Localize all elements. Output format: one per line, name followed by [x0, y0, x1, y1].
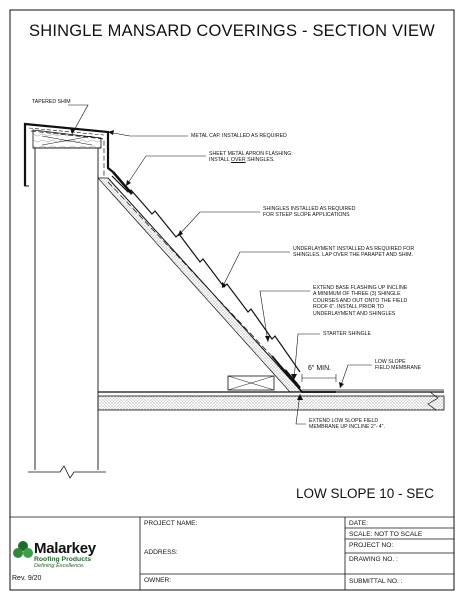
- label-apron-line2: INSTALL OVER SHINGLES.: [209, 157, 275, 164]
- starter-shingle: [284, 369, 301, 389]
- field-date: DATE:: [349, 520, 368, 527]
- revision-label: Rev. 9/20: [12, 575, 42, 582]
- underlayment-lap: [30, 130, 105, 178]
- label-low-slope-membrane: LOW SLOPE FIELD MEMBRANE: [375, 359, 422, 372]
- logo-subtitle: Roofing Products: [34, 556, 92, 563]
- label-tapered-shim: TAPERED SHIM: [32, 99, 71, 105]
- field-project-name: PROJECT NAME:: [144, 520, 198, 527]
- clover-leaf-icon: [13, 541, 33, 558]
- label-base-flashing: EXTEND BASE FLASHING UP INCLINE A MINIMU…: [313, 285, 408, 317]
- label-six-inch-min: 6" MIN.: [308, 365, 332, 372]
- sheet-border: [9, 9, 455, 591]
- field-scale: SCALE: NOT TO SCALE: [349, 531, 423, 538]
- label-starter-shingle: STARTER SHINGLE: [323, 331, 371, 337]
- label-shingles: SHINGLES INSTALLED AS REQUIRED FOR STEEP…: [263, 206, 356, 219]
- field-submittal-no: SUBMITTAL NO. :: [349, 578, 403, 585]
- logo-wordmark: Malarkey: [34, 540, 96, 557]
- label-apron-flashing: SHEET METAL APRON FLASHING: INSTALL OVER…: [209, 151, 293, 164]
- title-block: [10, 516, 454, 590]
- leader-arrows: [70, 128, 344, 400]
- page-title: SHINGLE MANSARD COVERINGS - SECTION VIEW: [29, 22, 435, 40]
- nailer-block: [227, 375, 275, 391]
- field-owner: OWNER:: [144, 577, 172, 584]
- parapet-wall: [28, 148, 106, 479]
- apron-flashing: [112, 171, 133, 195]
- label-metal-cap: METAL CAP. INSTALLED AS REQUIRED: [191, 133, 287, 139]
- underlayment-line: [107, 181, 299, 385]
- field-drawing-no: DRAWING NO. :: [349, 556, 398, 563]
- leader-lines: [68, 104, 372, 425]
- field-address: ADDRESS:: [144, 549, 178, 556]
- base-flashing: [271, 355, 336, 393]
- label-underlayment: UNDERLAYMENT INSTALLED AS REQUIRED FOR S…: [293, 246, 415, 259]
- field-roof-deck: [97, 391, 445, 411]
- six-inch-dimension: [301, 374, 337, 382]
- shingle-courses: [111, 175, 301, 373]
- tapered-shim: [32, 129, 102, 149]
- logo-tagline: Defining Excellence.: [34, 563, 85, 569]
- label-apron-line1: SHEET METAL APRON FLASHING:: [209, 151, 293, 157]
- field-project-no: PROJECT NO:: [349, 542, 394, 549]
- label-extend-membrane: EXTEND LOW SLOPE FIELD MEMBRANE UP INCLI…: [309, 418, 385, 431]
- detail-name: LOW SLOPE 10 - SEC: [295, 486, 434, 501]
